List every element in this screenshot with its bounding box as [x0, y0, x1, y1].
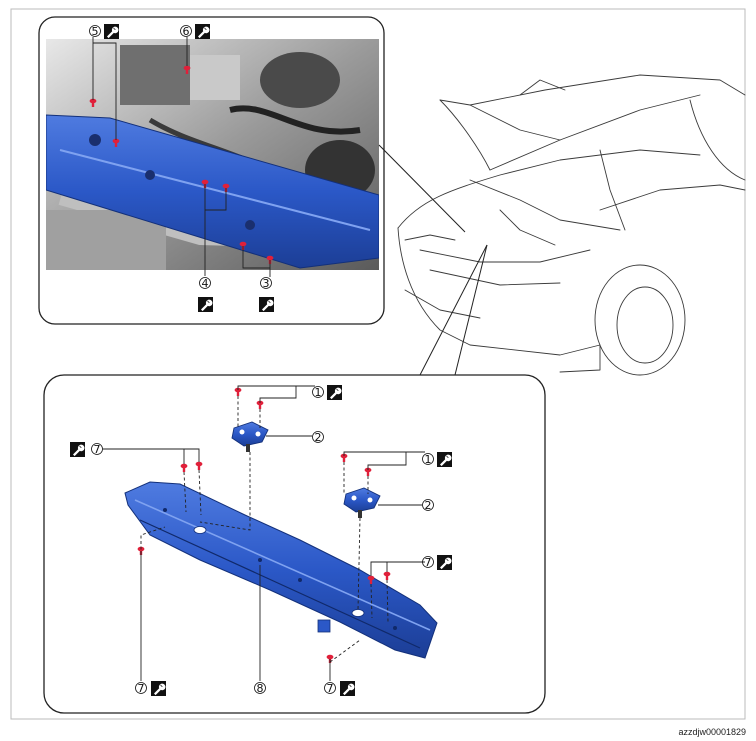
- torque-wrench-icon: [70, 442, 85, 457]
- hood-open-car-icon: [397, 74, 746, 376]
- callout-7-left-top: 7: [94, 443, 101, 456]
- mount-bracket-left: [231, 421, 269, 452]
- document-id: azzdjw00001829: [678, 727, 746, 737]
- callout-8: 8: [257, 682, 264, 695]
- torque-wrench-icon: [259, 297, 274, 312]
- callout-7-right-bottom: 7: [327, 682, 334, 695]
- engine-bay-view-panel: 5 6 4 3: [38, 16, 385, 325]
- engine-bay-render: [46, 39, 379, 270]
- callout-1-lower: 1: [425, 453, 432, 466]
- outer-frame: [10, 8, 746, 720]
- mount-bracket-right: [343, 487, 381, 518]
- callout-2-upper: 2: [315, 431, 322, 444]
- callout-7-left-bottom: 7: [138, 682, 145, 695]
- callout-7-right-mid: 7: [425, 556, 432, 569]
- torque-wrench-icon: [327, 385, 342, 400]
- callout-2-lower: 2: [425, 499, 432, 512]
- callout-6: 6: [183, 25, 190, 38]
- torque-wrench-icon: [198, 297, 213, 312]
- torque-wrench-icon: [340, 681, 355, 696]
- callout-3: 3: [263, 277, 270, 290]
- callout-1-upper: 1: [315, 386, 322, 399]
- callout-4: 4: [202, 277, 209, 290]
- callout-5: 5: [92, 25, 99, 38]
- torque-wrench-icon: [104, 24, 119, 39]
- exploded-view-panel: 1 2 1 2 7 7 7 8: [43, 374, 546, 714]
- torque-wrench-icon: [437, 555, 452, 570]
- torque-wrench-icon: [195, 24, 210, 39]
- torque-wrench-icon: [151, 681, 166, 696]
- torque-wrench-icon: [437, 452, 452, 467]
